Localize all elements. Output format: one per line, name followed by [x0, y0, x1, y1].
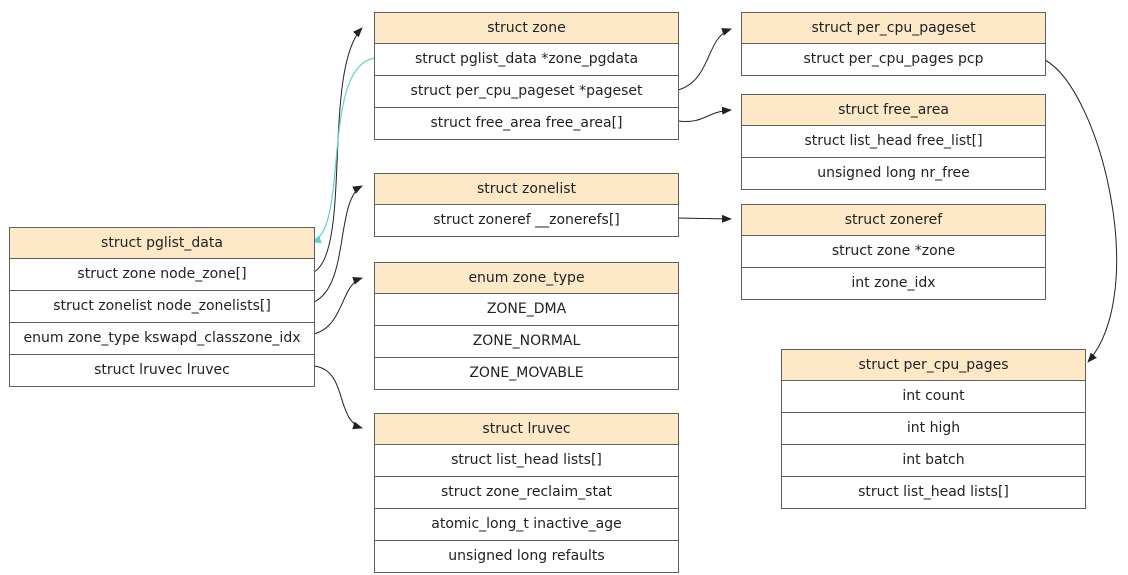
edge-zonerefs-to-zoneref: [677, 214, 732, 223]
field-row: ZONE_MOVABLE: [375, 357, 678, 389]
node-zonelist: struct zonelist struct zoneref __zoneref…: [374, 173, 679, 237]
field-row: unsigned long refaults: [375, 540, 678, 572]
edge-pageset-to-per-cpu-pageset: [677, 28, 732, 91]
node-title: struct zonelist: [375, 174, 678, 204]
field-row: int high: [782, 412, 1085, 444]
node-zone-type: enum zone_type ZONE_DMA ZONE_NORMAL ZONE…: [374, 262, 679, 390]
edge-zonelists-to-zonelist: [313, 185, 363, 303]
edge-classzone-to-zone-type: [313, 276, 363, 335]
node-zoneref: struct zoneref struct zone *zone int zon…: [741, 204, 1046, 300]
node-pglist-data: struct pglist_data struct zone node_zone…: [9, 227, 315, 387]
node-zone: struct zone struct pglist_data *zone_pgd…: [374, 12, 679, 140]
field-row: ZONE_NORMAL: [375, 325, 678, 357]
field-row: enum zone_type kswapd_classzone_idx: [10, 322, 314, 354]
field-row: struct list_head lists[]: [375, 444, 678, 476]
node-title: struct zone: [375, 13, 678, 43]
field-row: unsigned long nr_free: [742, 157, 1045, 189]
node-title: struct per_cpu_pageset: [742, 13, 1045, 43]
node-title: struct pglist_data: [10, 228, 314, 258]
field-row: atomic_long_t inactive_age: [375, 508, 678, 540]
field-row: struct pglist_data *zone_pgdata: [375, 43, 678, 75]
node-title: struct per_cpu_pages: [782, 350, 1085, 380]
node-free-area: struct free_area struct list_head free_l…: [741, 94, 1046, 190]
field-row: struct per_cpu_pages pcp: [742, 43, 1045, 75]
edge-pcp-to-per-cpu-pages: [1044, 59, 1118, 363]
field-row: int count: [782, 380, 1085, 412]
node-per-cpu-pages: struct per_cpu_pages int count int high …: [781, 349, 1086, 509]
field-row: struct lruvec lruvec: [10, 354, 314, 386]
field-row: struct zoneref __zonerefs[]: [375, 204, 678, 236]
field-row: struct zone node_zone[]: [10, 258, 314, 290]
field-row: struct per_cpu_pageset *pageset: [375, 75, 678, 107]
field-row: struct list_head free_list[]: [742, 125, 1045, 157]
edge-node-zone-to-zone: [313, 27, 363, 273]
node-title: struct free_area: [742, 95, 1045, 125]
node-title: struct zoneref: [742, 205, 1045, 235]
field-row: struct zonelist node_zonelists[]: [10, 290, 314, 322]
field-row: struct zone *zone: [742, 235, 1045, 267]
node-title: struct lruvec: [375, 414, 678, 444]
node-title: enum zone_type: [375, 263, 678, 293]
node-lruvec: struct lruvec struct list_head lists[] s…: [374, 413, 679, 573]
field-row: struct list_head lists[]: [782, 476, 1085, 508]
edge-zone-pgdata-to-pglist: [311, 57, 376, 244]
field-row: ZONE_DMA: [375, 293, 678, 325]
field-row: struct free_area free_area[]: [375, 107, 678, 139]
field-row: struct zone_reclaim_stat: [375, 476, 678, 508]
field-row: int zone_idx: [742, 267, 1045, 299]
node-per-cpu-pageset: struct per_cpu_pageset struct per_cpu_pa…: [741, 12, 1046, 76]
edge-lruvec-to-lruvec: [313, 365, 363, 430]
field-row: int batch: [782, 444, 1085, 476]
edge-free-area-to-free-area: [677, 106, 732, 122]
